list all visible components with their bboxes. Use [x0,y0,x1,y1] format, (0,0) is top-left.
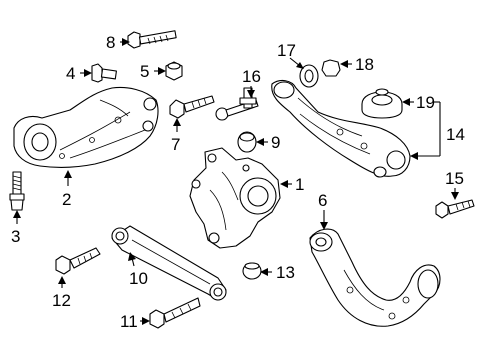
part-2-trailing-arm [13,86,159,168]
part-19-spring-seat [361,88,403,119]
part-10-lower-link [111,225,227,301]
part-14-control-arm [271,79,411,178]
callout-6: 6 [318,191,327,210]
callout-14: 14 [446,125,465,144]
part-13-bushing [242,262,262,280]
callout-17: 17 [277,41,296,60]
part-17-bushing [299,64,319,88]
callout-labels: 8 4 5 2 3 7 16 9 1 17 18 19 14 15 6 10 1… [11,33,465,331]
part-15-bolt [435,199,475,219]
callout-18: 18 [355,55,374,74]
callout-3: 3 [11,227,20,246]
part-5-nut [165,61,183,81]
part-9-bushing [237,131,257,153]
part-11-bolt [149,297,201,329]
part-12-bolt [55,247,101,275]
part-7-bolt [169,95,215,119]
callout-8: 8 [106,33,115,52]
callout-10: 10 [129,269,148,288]
callout-7: 7 [171,135,180,154]
leader-lines [13,38,459,325]
part-8-bolt [127,30,177,49]
part-4-bolt [91,63,117,83]
part-6-upper-arm [309,228,441,327]
callout-9: 9 [271,133,280,152]
callout-19: 19 [416,93,435,112]
callout-2: 2 [62,190,71,209]
callout-4: 4 [66,64,75,83]
callout-1: 1 [295,175,304,194]
callout-12: 12 [52,291,71,310]
part-1-knuckle [189,147,281,249]
callout-11: 11 [120,312,138,331]
part-3-bolt [9,171,25,211]
callout-5: 5 [140,62,149,81]
part-16-link [215,87,259,121]
callout-15: 15 [445,169,464,188]
callout-13: 13 [276,263,295,282]
part-18-nut [321,59,341,77]
callout-16: 16 [242,67,261,86]
